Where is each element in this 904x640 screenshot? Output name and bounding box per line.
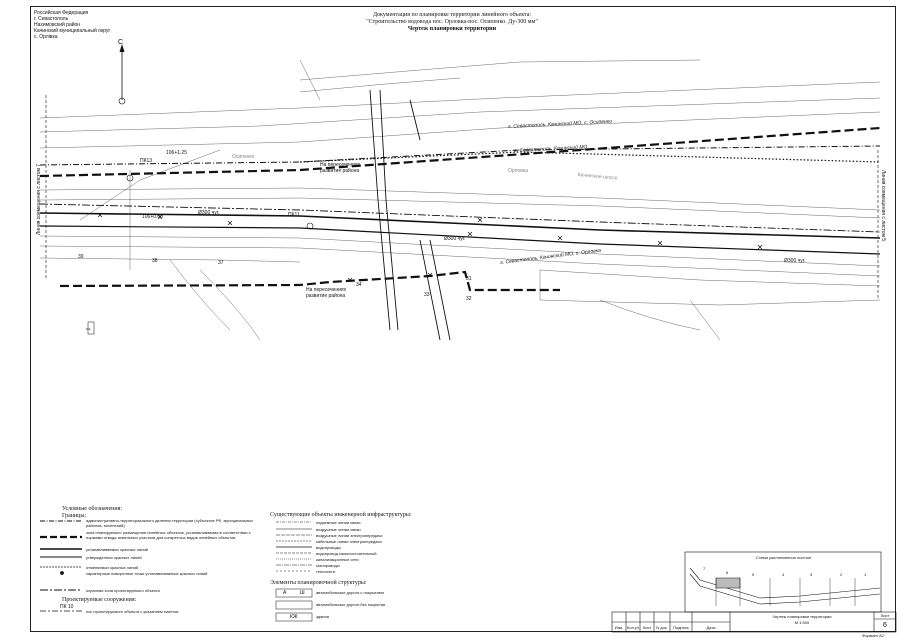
stamp-sheet-number: 6 [883, 622, 887, 629]
legend-pk-text: ось проектируемого объекта с указанием п… [86, 609, 179, 614]
stamp-scale: М 1:500 [794, 620, 810, 625]
scheme-number: 3 [810, 572, 813, 577]
legend-existing-item: воздушные линии электропередачи [316, 533, 383, 538]
legend-structure-item: автомобильные дороги с покрытием [316, 590, 384, 595]
stamp-col: Кол.уч [627, 625, 639, 630]
legend-existing-title: Существующие объекты инженерной инфрастр… [270, 512, 412, 518]
label-crossing-top: На пересечениях развитие района [320, 162, 361, 174]
legend-item: отменяемых красных линий [86, 565, 138, 570]
stamp-title: Чертеж планировки территории [772, 614, 832, 619]
legend-existing-item: водопроводы [316, 545, 341, 550]
stamp-col: Подпись [673, 625, 689, 630]
label-pipe-2: Ø300 чуг. [444, 236, 466, 242]
label-pk13: ПК13 [140, 158, 153, 164]
point-37: 37 [218, 260, 224, 266]
label-align-right: Линия совмещения с листом 5 [880, 170, 886, 242]
label-align-left: Линия совмещения с листом 7 [36, 163, 42, 235]
point-38: 38 [152, 258, 158, 264]
point-33: 33 [424, 292, 430, 298]
legend-title: Условные обозначения: [62, 506, 123, 512]
admin-line: г. Севастополь [34, 16, 69, 22]
label-pk11: ПК11 [288, 212, 300, 218]
legend-existing-item: теплосети [316, 569, 335, 574]
legend-structure-title: Элементы планировочной структуры: [270, 580, 367, 586]
label-mark-2: 106+0.00 [142, 214, 163, 220]
legend-symbols [40, 520, 313, 622]
legend-item: охранная зона проектируемого объекта [86, 588, 160, 593]
legend-item: административно-территориального деления… [86, 518, 254, 528]
legend-existing-item: воздушные линии связи [316, 527, 361, 532]
stamp-col: Дата [706, 625, 716, 630]
point-32: 32 [466, 296, 472, 302]
admin-line: Нахимовский район [34, 22, 81, 28]
legend-item: устанавливаемых красных линий [86, 547, 148, 552]
label-pipe-1: Ø300 чуг. [198, 210, 220, 216]
stamp-col: Изм. [614, 625, 624, 630]
legend-structure-mark: Ш [300, 590, 305, 596]
legend-existing-item: подземные линии связи [316, 520, 361, 525]
admin-line: с. Орлівка [34, 34, 58, 40]
header-line-1: Документация по планировке территории ли… [372, 12, 532, 18]
legend-existing-item: газопроводы [316, 563, 340, 568]
legend-item: характерные поворотные точки устанавлива… [86, 571, 208, 576]
point-31: 31 [466, 276, 472, 282]
label-mark-1: 106+1.25 [166, 150, 187, 156]
label-crossing-bottom: На пересечениях развитие района [306, 287, 347, 299]
scheme-number: 5 [752, 572, 755, 577]
scheme-number: 4 [782, 572, 785, 577]
scheme-title: Схема расположения листов [756, 555, 812, 560]
legend-existing-item: канализационные сети [316, 557, 359, 562]
legend-boundaries-title: Границы: [62, 513, 87, 519]
legend-structure-mark: КЖ [290, 614, 298, 620]
legend-structure-item: автомобильные дороги без покрытия [316, 602, 386, 607]
scheme-number: 2 [840, 572, 843, 577]
sheet-frame [30, 6, 896, 632]
label-osipenko: Осипенко [232, 154, 255, 160]
legend-pk-label: ПК 10 [60, 604, 74, 610]
north-label: С [118, 39, 124, 46]
sheet-layout-scheme [684, 551, 882, 613]
point-34: 34 [356, 282, 362, 288]
scheme-number: 1 [864, 572, 867, 577]
scheme-number: 7 [703, 566, 706, 571]
label-pipe-3: Ø300 чуг. [784, 258, 806, 264]
label-orlovka: Орловка [508, 168, 528, 174]
legend-item: утвержденных красных линий [86, 555, 142, 560]
stamp-col: N док. [656, 625, 668, 630]
legend-structure-item: здания [316, 614, 329, 619]
admin-line: Качинский муниципальный округ [34, 28, 111, 34]
admin-line: Российская Федерация [34, 10, 89, 16]
stamp-col: Лист [642, 625, 652, 630]
legend-projected-title: Проектируемые сооружения: [62, 597, 137, 603]
legend-existing-item: кабельные линии электропередачи [316, 539, 382, 544]
title-block [611, 611, 897, 633]
stamp-format: Формат А2 [862, 633, 884, 638]
north-arrow-icon [118, 44, 126, 105]
label-kv: КЖ [86, 327, 91, 331]
legend-structure-mark: А [283, 590, 287, 596]
legend-existing-item: водопровод самоностоятельный [316, 551, 377, 556]
stamp-sheet-label: Лист [880, 613, 890, 618]
point-39: 39 [78, 254, 84, 260]
legend-item: зона планируемого размещения линейных об… [86, 530, 251, 540]
page-title: Чертеж планировки территории [407, 26, 497, 32]
header-line-2: "Строительство водовода пос. Орловка-пос… [366, 19, 538, 25]
scheme-number: 6 [726, 570, 729, 575]
